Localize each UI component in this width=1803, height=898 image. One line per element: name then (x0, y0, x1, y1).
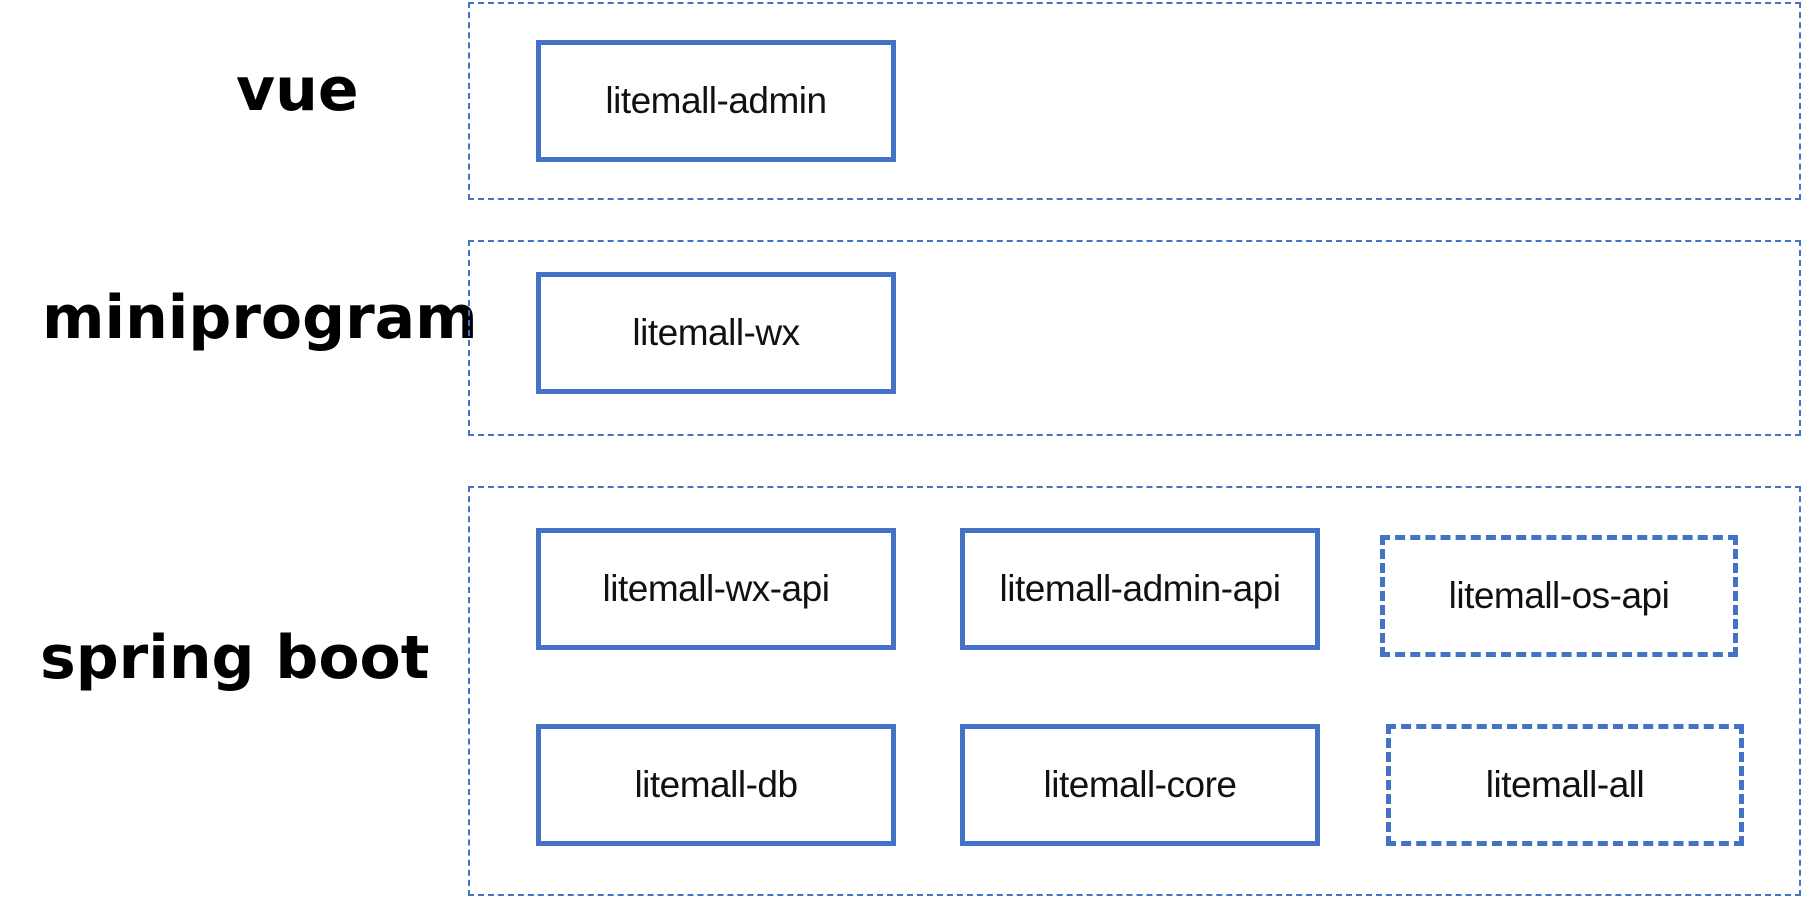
layer-label-miniprogram: miniprogram (42, 283, 478, 353)
module-litemall-wx: litemall-wx (536, 272, 896, 394)
layer-frame-miniprogram (468, 240, 1801, 436)
module-litemall-core: litemall-core (960, 724, 1320, 846)
layer-frame-spring-boot (468, 486, 1801, 896)
module-litemall-admin-api: litemall-admin-api (960, 528, 1320, 650)
module-litemall-wx-api: litemall-wx-api (536, 528, 896, 650)
module-litemall-admin: litemall-admin (536, 40, 896, 162)
module-litemall-db: litemall-db (536, 724, 896, 846)
layer-label-vue: vue (236, 55, 359, 125)
module-litemall-os-api: litemall-os-api (1380, 535, 1738, 657)
module-litemall-all: litemall-all (1386, 724, 1744, 846)
layer-label-spring-boot: spring boot (40, 623, 430, 693)
layer-frame-vue (468, 2, 1801, 200)
